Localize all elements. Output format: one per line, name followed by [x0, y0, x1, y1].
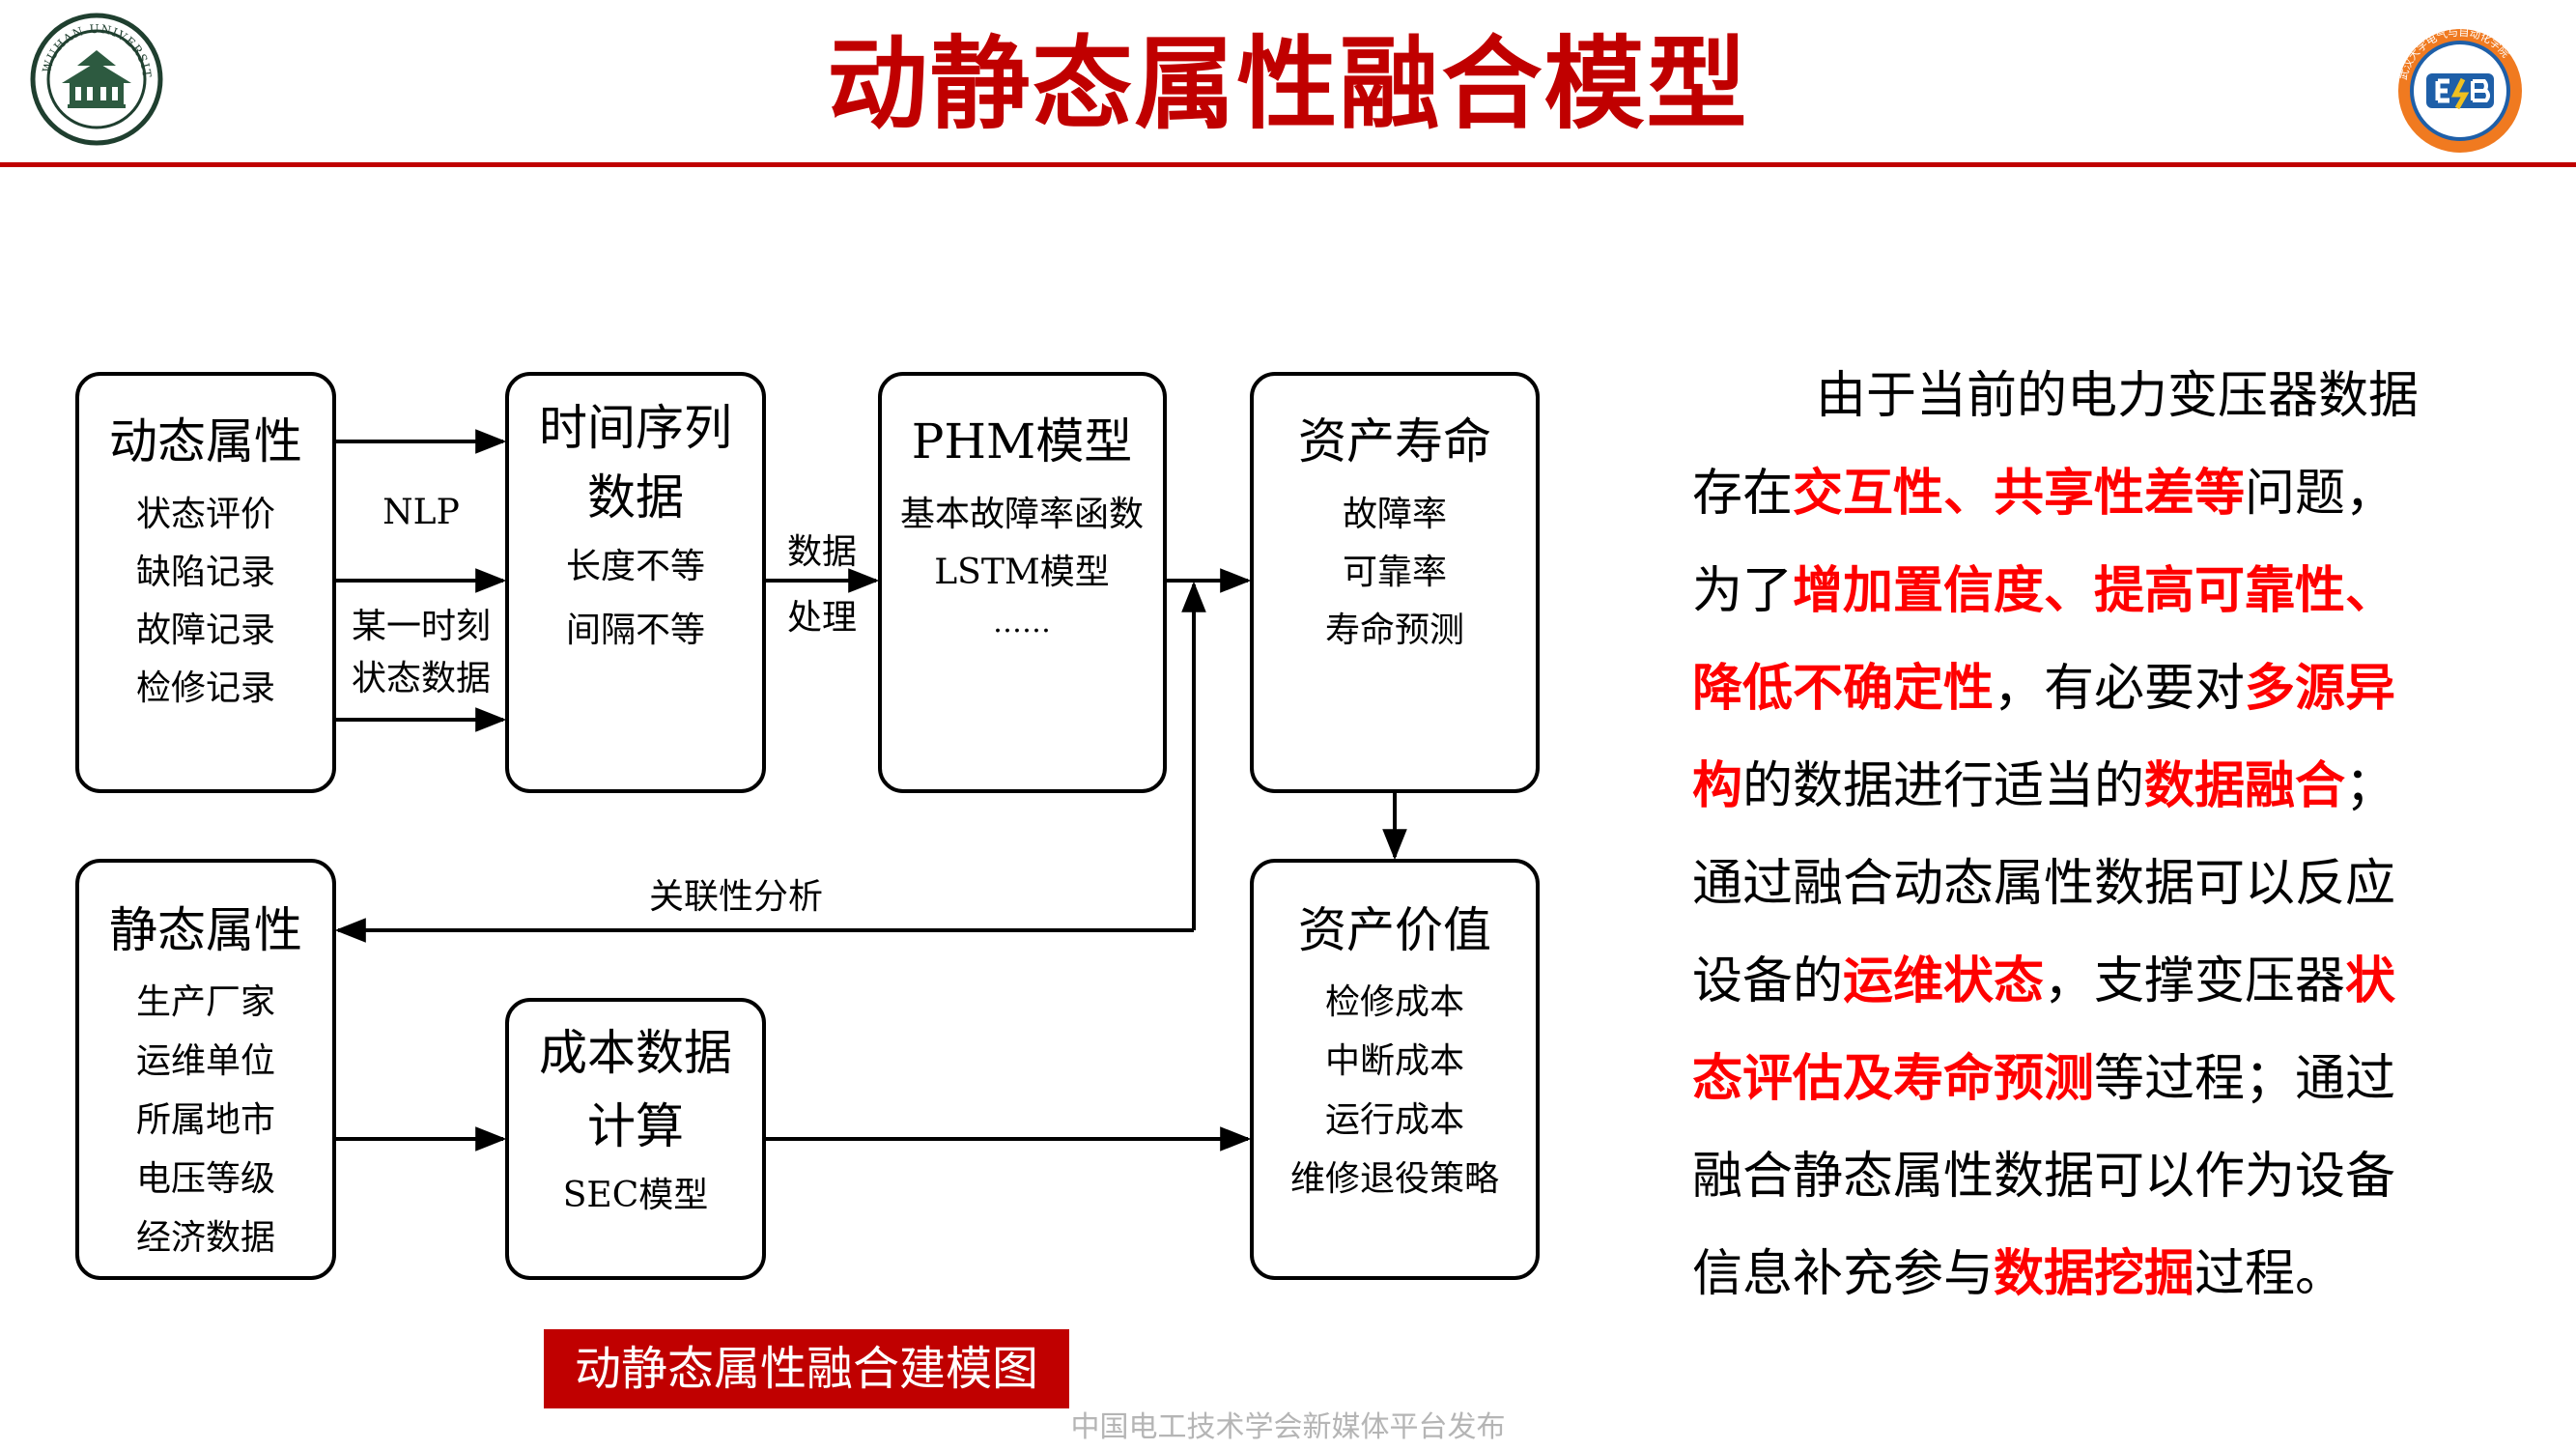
paragraph-text: ，支撑变压器 [2044, 952, 2346, 1010]
paragraph-text: 存在 [1692, 465, 1794, 523]
paragraph-text: 等过程；通过 [2094, 1050, 2396, 1108]
page-title: 动静态属性融合模型 [827, 25, 1749, 143]
phm-item-2: LSTM模型 [934, 553, 1109, 592]
dynamic-attributes-title: 动态属性 [109, 413, 302, 469]
paragraph-text: ，有必要对 [1994, 660, 2246, 718]
cost-item-1: SEC模型 [563, 1176, 709, 1215]
phm-title: PHM模型 [912, 413, 1132, 469]
edge-label-nlp: NLP [382, 493, 460, 532]
paragraph-text: 设备的 [1692, 952, 1844, 1010]
paragraph-line: 为了增加置信度、提高可靠性、 [1692, 543, 2542, 640]
asset-value-item-1: 检修成本 [1325, 982, 1464, 1022]
static-item-2: 运维单位 [136, 1041, 275, 1081]
description-paragraph: 由于当前的电力变压器数据存在交互性、共享性差等问题，为了增加置信度、提高可靠性、… [1692, 348, 2542, 1323]
dynamic-item-2: 缺陷记录 [136, 553, 275, 592]
edge-label-correlation: 关联性分析 [649, 877, 823, 917]
asset-value-box [1250, 859, 1540, 1280]
paragraph-text: 的数据进行适当的 [1742, 757, 2145, 815]
asset-value-item-4: 维修退役策略 [1290, 1159, 1499, 1199]
edge-label-process-line2: 处理 [787, 598, 857, 638]
static-item-3: 所属地市 [136, 1100, 275, 1140]
paragraph-text: 问题， [2245, 465, 2396, 523]
paragraph-text: 过程。 [2194, 1245, 2346, 1303]
paragraph-text: 为了 [1692, 562, 1794, 620]
paragraph-line: 态评估及寿命预测等过程；通过 [1692, 1031, 2542, 1128]
highlighted-text: 增加置信度、提高可靠性、 [1793, 562, 2396, 620]
paragraph-line: 由于当前的电力变压器数据 [1692, 348, 2542, 445]
paragraph-line: 构的数据进行适当的数据融合； [1692, 738, 2542, 836]
highlighted-text: 数据融合 [2144, 757, 2346, 815]
paragraph-line: 设备的运维状态，支撑变压器状 [1692, 933, 2542, 1031]
asset-life-item-1: 故障率 [1343, 495, 1447, 534]
time-series-title-line2: 数据 [587, 469, 684, 526]
paragraph-text: ； [2345, 757, 2396, 815]
time-series-item-1: 长度不等 [566, 547, 705, 586]
asset-value-item-2: 中断成本 [1325, 1041, 1464, 1081]
cost-title-line1: 成本数据 [539, 1025, 732, 1081]
highlighted-text: 交互性、共享性差等 [1793, 465, 2246, 523]
dynamic-item-1: 状态评价 [136, 495, 275, 534]
asset-value-title: 资产价值 [1298, 902, 1491, 958]
asset-life-title: 资产寿命 [1298, 413, 1491, 469]
edge-label-moment-line1: 某一时刻 [352, 607, 491, 646]
cost-title-line2: 计算 [587, 1098, 684, 1154]
paragraph-text: 融合静态属性数据可以作为设备 [1692, 1148, 2396, 1206]
time-series-title-line1: 时间序列 [539, 400, 732, 456]
school-of-electrical-engineering-logo-icon: 武汉大学电气与自动化学院 [2396, 27, 2522, 153]
phm-item-1: 基本故障率函数 [900, 495, 1144, 534]
highlighted-text: 降低不确定性 [1692, 660, 1995, 718]
wuhan-university-seal-icon: WUHAN UNIVERSITY [19, 12, 163, 146]
paragraph-line: 降低不确定性，有必要对多源异 [1692, 640, 2542, 738]
time-series-item-2: 间隔不等 [566, 611, 705, 650]
fusion-model-diagram: 动态属性 状态评价 缺陷记录 故障记录 检修记录 时间序列 数据 长度不等 间隔… [75, 372, 1540, 1280]
highlighted-text: 态评估及寿命预测 [1692, 1050, 2095, 1108]
static-item-1: 生产厂家 [136, 982, 275, 1022]
paragraph-line: 通过融合动态属性数据可以反应 [1692, 836, 2542, 933]
paragraph-line: 融合静态属性数据可以作为设备 [1692, 1128, 2542, 1226]
highlighted-text: 构 [1692, 757, 1743, 815]
edge-label-moment-line2: 状态数据 [352, 659, 491, 698]
static-attributes-title: 静态属性 [109, 902, 302, 958]
highlighted-text: 状 [2345, 952, 2396, 1010]
edge-label-process-line1: 数据 [787, 532, 857, 572]
highlighted-text: 运维状态 [1843, 952, 2045, 1010]
footer-publisher: 中国电工技术学会新媒体平台发布 [1070, 1410, 1506, 1444]
asset-value-item-3: 运行成本 [1325, 1100, 1464, 1140]
paragraph-line: 信息补充参与数据挖掘过程。 [1692, 1226, 2542, 1323]
paragraph-line: 存在交互性、共享性差等问题， [1692, 445, 2542, 543]
static-item-5: 经济数据 [136, 1218, 275, 1258]
paragraph-text: 通过融合动态属性数据可以反应 [1692, 855, 2396, 913]
static-attributes-box [75, 859, 336, 1280]
diagram-caption: 动静态属性融合建模图 [544, 1329, 1069, 1408]
dynamic-item-3: 故障记录 [136, 611, 275, 650]
asset-life-item-2: 可靠率 [1343, 553, 1447, 592]
title-divider [0, 162, 2576, 167]
phm-item-3: …… [993, 606, 1051, 640]
paragraph-text: 由于当前的电力变压器数据 [1816, 367, 2420, 425]
highlighted-text: 数据挖掘 [1994, 1245, 2195, 1303]
highlighted-text: 多源异 [2245, 660, 2396, 718]
asset-life-item-3: 寿命预测 [1325, 611, 1464, 650]
dynamic-item-4: 检修记录 [136, 668, 275, 708]
paragraph-text: 信息补充参与 [1692, 1245, 1995, 1303]
static-item-4: 电压等级 [136, 1159, 275, 1199]
